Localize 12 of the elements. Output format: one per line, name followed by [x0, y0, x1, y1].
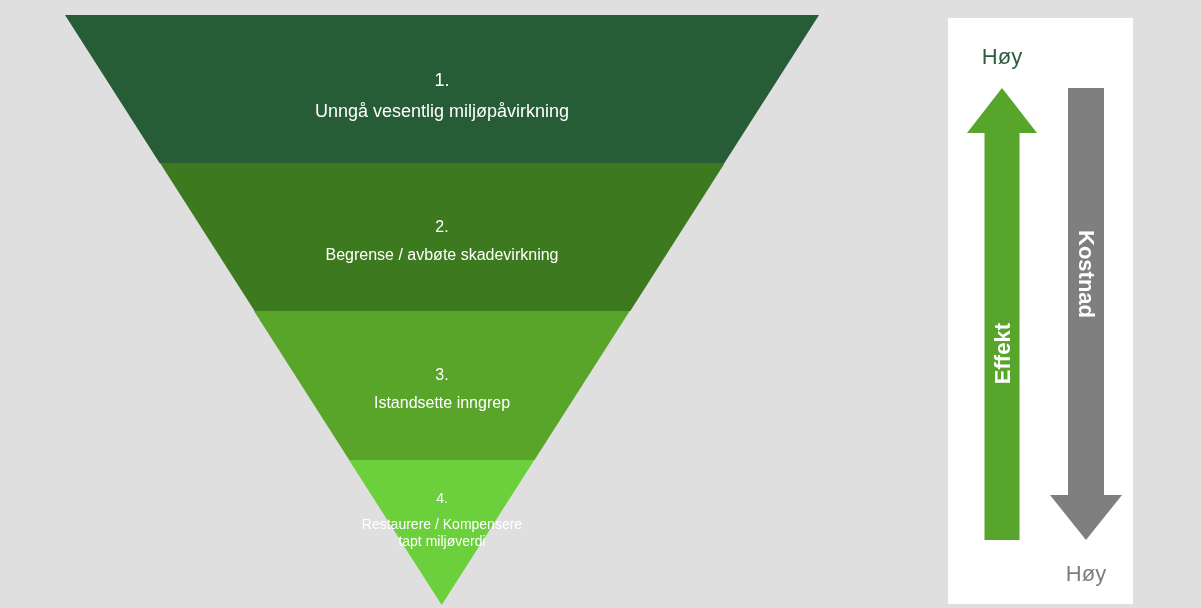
panel-background — [948, 18, 1133, 604]
step-label: Begrense / avbøte skadevirkning — [325, 245, 559, 265]
step-label: Istandsette inngrep — [373, 393, 511, 413]
step-number: 3. — [435, 365, 449, 385]
step-number: 4. — [436, 490, 448, 508]
step-number: 1. — [434, 69, 450, 92]
scale-label: Høy — [1065, 560, 1107, 588]
step-label: Unngå vesentlig miljøpåvirkning — [314, 99, 570, 122]
arrow-label: Kostnad — [1072, 230, 1100, 318]
step-number: 2. — [435, 217, 449, 237]
scale-label: Høy — [981, 43, 1023, 71]
arrow-label: Effekt — [988, 323, 1016, 385]
